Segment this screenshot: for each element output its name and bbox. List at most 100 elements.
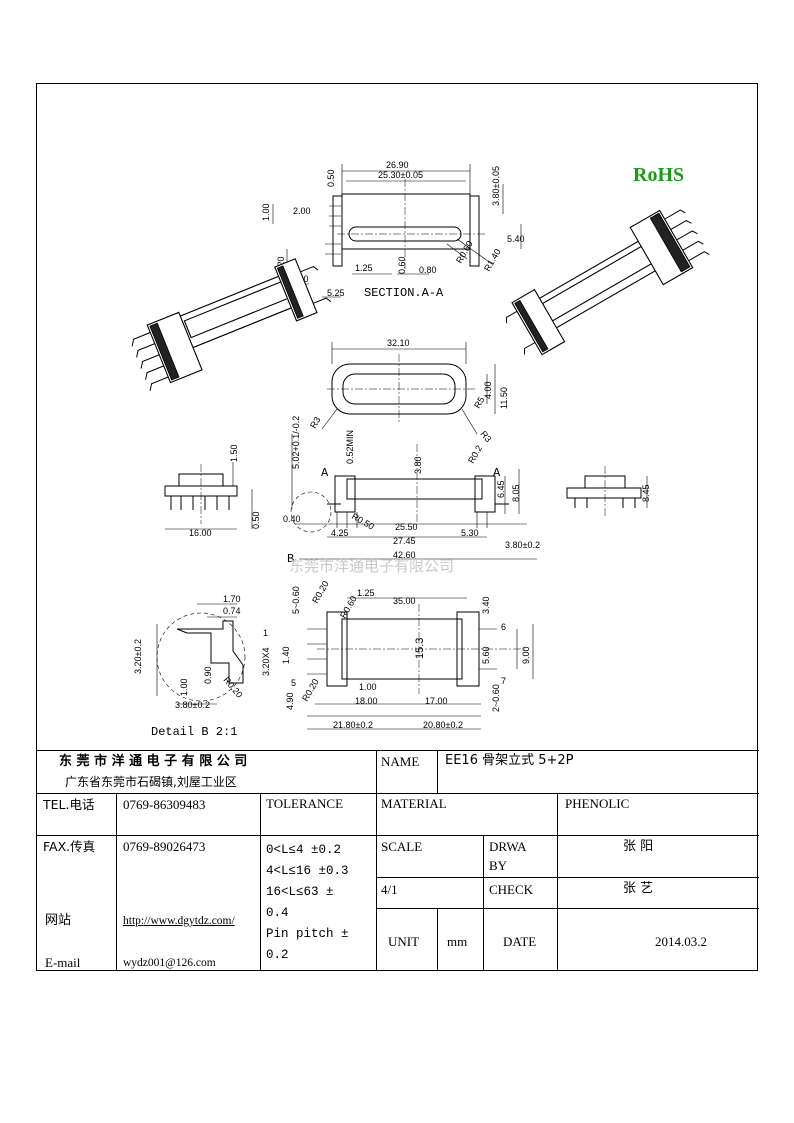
section-marker-a-left: A (321, 466, 329, 480)
dim-0-60: 0.60 (397, 256, 407, 274)
technical-drawing: RoHS 26.90 25.30±0.05 0.50 3.80±0.05 1.0… (131, 160, 710, 739)
dim-3-80-detail: 3.80±0.2 (175, 700, 210, 710)
unit-value: mm (447, 934, 468, 949)
dim-25-30: 25.30±0.05 (378, 170, 423, 180)
rohs-mark: RoHS (633, 164, 684, 186)
dim-r0-20-bottom-b: R0.20 (300, 677, 321, 703)
dim-42-60: 42.60 (393, 550, 416, 560)
website-link[interactable]: http://www.dgytdz.com/ (123, 915, 235, 927)
website-label: 网站 (45, 913, 72, 928)
dim-r0-2: R0.2 (466, 444, 484, 465)
dim-1-00: 1.00 (261, 203, 271, 221)
dim-0-74: 0.74 (223, 606, 241, 616)
dim-3-40: 3.40 (481, 596, 491, 614)
drawn-label-2: BY (489, 858, 508, 873)
detail-marker-b: B (287, 552, 294, 566)
name-value: EE16 骨架立式 5+2P (445, 753, 574, 768)
isometric-view-right (506, 209, 710, 356)
tolerance-line: 4<L≤16 ±0.3 (266, 864, 349, 878)
dim-20-80: 20.80±0.2 (423, 720, 463, 730)
dim-0-50: 0.50 (326, 169, 336, 187)
dim-17-00: 17.00 (425, 696, 448, 706)
dim-0-50-end: 0.50 (251, 511, 261, 529)
dim-r3-left: R3 (308, 415, 322, 430)
company-address: 广东省东莞市石碣镇,刘屋工业区 (65, 775, 237, 789)
dim-5-0-60: 5~0.60 (291, 586, 301, 614)
email-label: E-mail (45, 955, 81, 970)
dim-9-00: 9.00 (521, 646, 531, 664)
dim-1-00-detail: 1.00 (179, 678, 189, 696)
dim-1-00-bottom: 1.00 (359, 682, 377, 692)
dim-5-25: 5.25 (327, 288, 345, 298)
tolerance-line: Pin pitch ± (266, 927, 349, 941)
dim-4-25: 4.25 (331, 528, 349, 538)
dim-3-80-top: 3.80±0.05 (491, 166, 501, 206)
dim-r5: R5 (472, 395, 486, 410)
dim-32-10: 32.10 (387, 338, 410, 348)
dim-r0-20-bottom-a: R0.20 (310, 579, 331, 605)
tel-value: 0769-86309483 (123, 797, 206, 812)
dim-2-00: 2.00 (293, 206, 311, 216)
dim-27-45: 27.45 (393, 536, 416, 546)
dim-r0-20-detail: R0.20 (221, 675, 244, 700)
drawn-value: 张 阳 (623, 839, 654, 854)
dim-r1-40: R1.40 (482, 247, 503, 273)
scale-label: SCALE (381, 839, 423, 854)
pin-label-1: 1 (263, 628, 268, 638)
pin-label-6: 6 (501, 622, 506, 632)
end-view-right: 8.45 (566, 466, 651, 516)
dim-1-50: 1.50 (229, 444, 239, 462)
end-view-left: 16.00 1.50 0.50 (164, 444, 261, 538)
tolerance-line: 0.4 (266, 906, 289, 920)
dim-6-45: 6.45 (496, 480, 506, 498)
dim-4-00: 4.00 (483, 381, 493, 399)
dim-18-00: 18.00 (355, 696, 378, 706)
dim-16-00: 16.00 (189, 528, 212, 538)
dim-1-40: 1.40 (281, 646, 291, 664)
watermark: 东莞市洋通电子有限公司 (289, 557, 454, 575)
dim-1-25-section: 1.25 (355, 263, 373, 273)
dim-25-50: 25.50 (395, 522, 418, 532)
dim-8-05: 8.05 (511, 484, 521, 502)
pin-label-5: 5 (291, 678, 296, 688)
section-label: SECTION.A-A (364, 286, 444, 300)
isometric-view-left (131, 258, 332, 391)
dim-0-80: 0.80 (419, 265, 437, 275)
dim-3-80-front: 3.80 (413, 456, 423, 474)
dim-4-90: 4.90 (285, 692, 295, 710)
dim-5-60: 5.60 (481, 646, 491, 664)
section-marker-a-right: A (493, 466, 501, 480)
dim-3-20x4: 3.20X4 (261, 647, 271, 676)
dim-15-3: 15.3 (414, 638, 426, 659)
tolerance-list: 0<L≤4 ±0.2 4<L≤16 ±0.3 16<L≤63 ± 0.4 Pin… (266, 840, 349, 966)
dim-r0-50: R0.50 (350, 511, 376, 532)
dim-0-40: 0.40 (283, 514, 301, 524)
fax-label: FAX.传真 (43, 839, 96, 854)
dim-1-25-bottom: 1.25 (357, 588, 375, 598)
tolerance-line: 0.2 (266, 948, 289, 962)
dim-21-80: 21.80±0.2 (333, 720, 373, 730)
dim-3-80-pm: 3.80±0.2 (505, 540, 540, 550)
tolerance-line: 16<L≤63 ± (266, 885, 334, 899)
fax-value: 0769-89026473 (123, 839, 206, 854)
dim-r3-right: R3 (478, 429, 493, 444)
date-label: DATE (503, 934, 537, 949)
company-name: 东 莞 市 洋 通 电 子 有 限 公 司 (59, 754, 248, 769)
dim-r0-60: R0.60 (454, 239, 475, 265)
check-value: 张 艺 (623, 881, 654, 896)
detail-b-view: 1.70 0.74 3.20±0.2 1.00 0.90 R0.20 3.80±… (133, 594, 246, 739)
dim-1-70: 1.70 (223, 594, 241, 604)
unit-label: UNIT (388, 934, 420, 949)
dim-35-00: 35.00 (393, 596, 416, 606)
dim-0-52-min: 0.52MIN (345, 430, 355, 464)
tolerance-label: TOLERANCE (266, 796, 344, 811)
dim-11-50: 11.50 (499, 387, 509, 409)
bottom-view: 5~0.60 R0.20 R0.60 1.25 35.00 3.40 3.20X… (261, 579, 534, 730)
date-value: 2014.03.2 (655, 934, 707, 949)
material-value: PHENOLIC (565, 796, 630, 811)
front-view: A A 5.02+0.1/-0.2 0.52MIN 3.80 R0.2 6.45… (283, 416, 540, 566)
dim-26-90: 26.90 (386, 160, 409, 170)
material-label: MATERIAL (381, 796, 447, 811)
dim-5-30: 5.30 (461, 528, 479, 538)
dim-0-90: 0.90 (203, 666, 213, 684)
